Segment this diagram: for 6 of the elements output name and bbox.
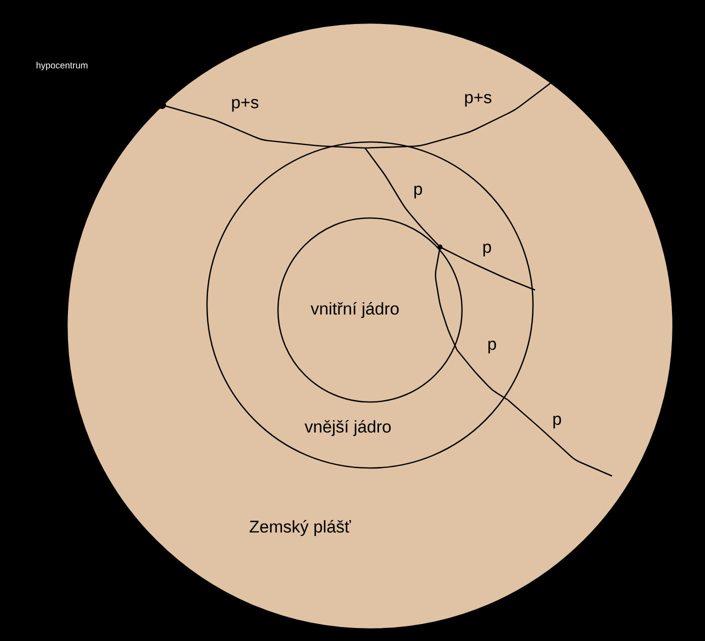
wave-label: p (483, 244, 491, 256)
wave-label: p (488, 340, 496, 354)
wave-label: p (414, 186, 422, 198)
wave-label: p+s (232, 98, 258, 112)
wave-label: p (553, 416, 561, 428)
wave-label: p+s (465, 93, 492, 107)
